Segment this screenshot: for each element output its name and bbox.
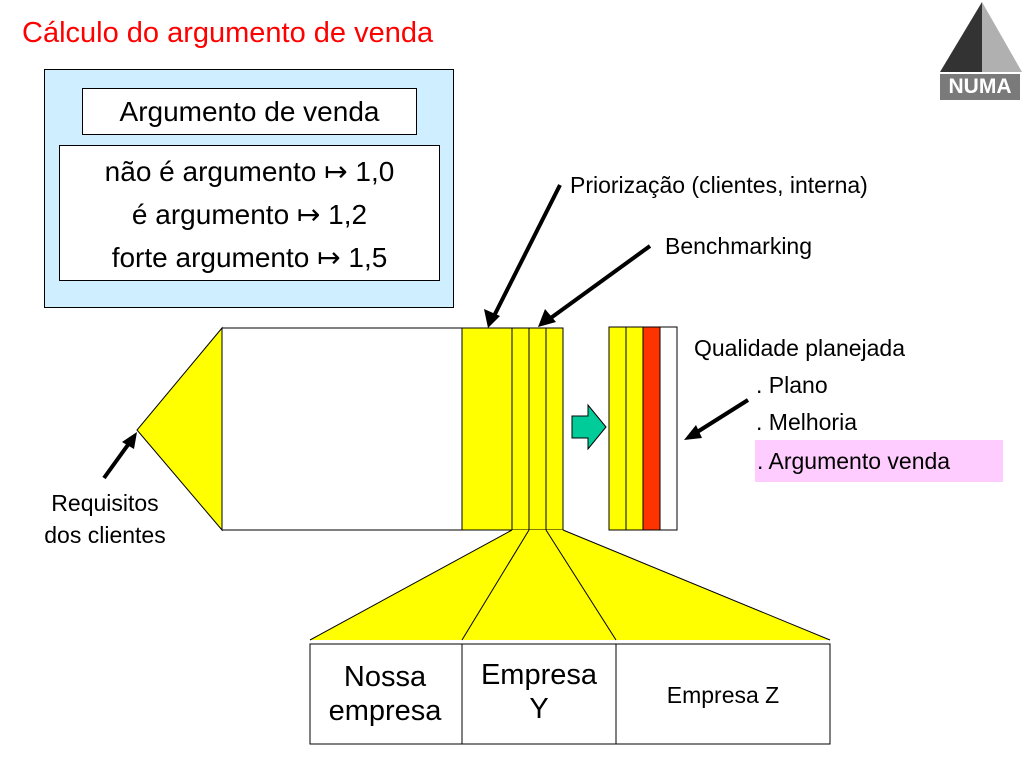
benchmarking-label: Benchmarking xyxy=(665,233,813,259)
empresa-y-cell: Empresa Y xyxy=(462,658,616,726)
argumento-line: é argumento ↦ 1,2 xyxy=(131,199,368,230)
nossa-empresa-cell: Nossa empresa xyxy=(310,660,460,728)
cell-line: empresa xyxy=(328,695,442,727)
cell-line: Empresa xyxy=(480,659,598,691)
priorizacao-label: Priorização (clientes, interna) xyxy=(570,172,868,198)
qualidade-planejada-label: Qualidade planejada xyxy=(694,335,906,361)
plano-label: . Plano xyxy=(756,372,828,398)
green-arrow-icon xyxy=(571,403,607,451)
blank-column xyxy=(659,326,678,531)
cell-line: Nossa xyxy=(343,661,427,693)
requisitos-line: dos clientes xyxy=(44,522,166,548)
melhoria-label: . Melhoria xyxy=(756,409,857,435)
priorizacao-column xyxy=(461,327,513,531)
comparison-table xyxy=(309,643,831,745)
relationship-matrix xyxy=(221,327,463,531)
benchmark-column xyxy=(511,327,530,531)
argumento-heading: Argumento de venda xyxy=(82,88,417,135)
argumento-line: forte argumento ↦ 1,5 xyxy=(111,242,388,273)
benchmark-fan xyxy=(310,530,830,640)
melhoria-column xyxy=(625,326,644,531)
argumento-column xyxy=(642,326,661,531)
cell-line: Y xyxy=(529,693,549,725)
plano-column xyxy=(608,326,627,531)
logo-text: NUMA xyxy=(940,74,1020,100)
benchmark-column xyxy=(528,327,547,531)
page-title: Cálculo do argumento de venda xyxy=(22,17,434,49)
empresa-z-cell: Empresa Z xyxy=(666,682,780,708)
requisitos-label: Requisitos dos clientes xyxy=(20,487,190,551)
argumento-venda-label: . Argumento venda xyxy=(755,440,1003,482)
benchmark-column xyxy=(545,327,564,531)
argumento-values: não é argumento ↦ 1,0 é argumento ↦ 1,2 … xyxy=(59,145,440,281)
argumento-line: não é argumento ↦ 1,0 xyxy=(104,156,395,187)
requisitos-line: Requisitos xyxy=(51,490,159,516)
numa-logo-icon xyxy=(940,2,1022,72)
